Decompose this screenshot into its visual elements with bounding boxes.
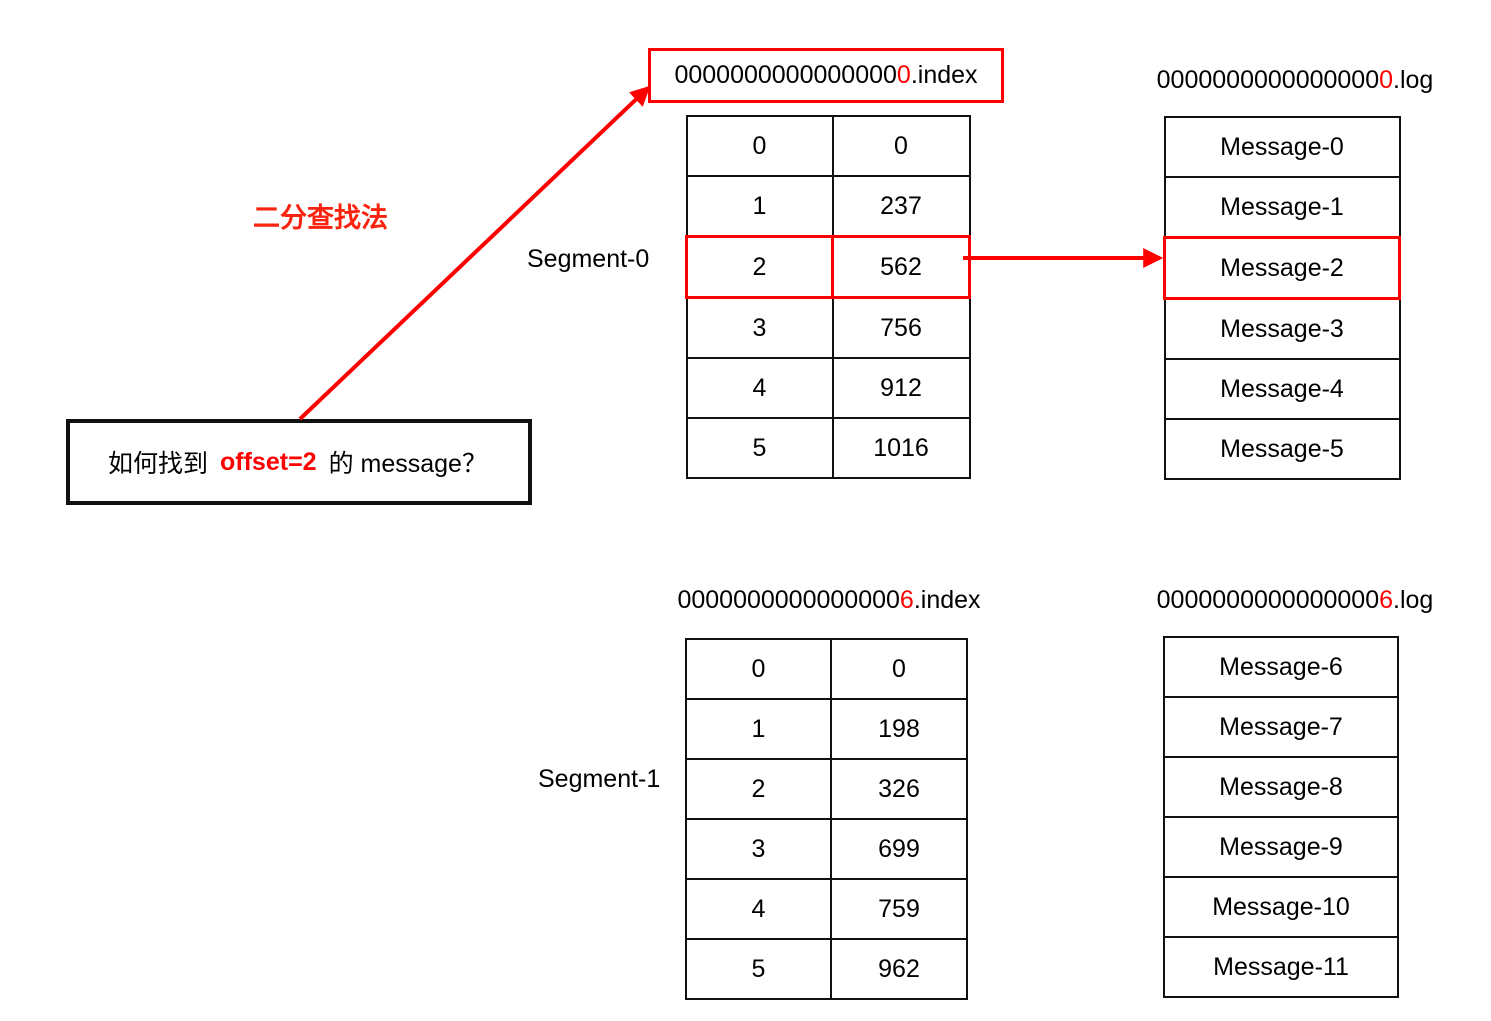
index-position-cell: 0 xyxy=(830,638,968,700)
index-position-cell: 562 xyxy=(831,235,971,299)
segment-1-index-filename: 00000000000000006.index xyxy=(677,586,981,614)
segment-1-log-table: Message-6 Message-7 Message-8 Message-9 … xyxy=(1163,636,1399,998)
segment-0-log-table-body: Message-0 Message-1 Message-2 Message-3 … xyxy=(1163,116,1401,480)
index-position-cell: 699 xyxy=(830,818,968,880)
segment-0-index-table: 0 0 1 237 2 562 3 756 4 912 5 1016 xyxy=(685,115,971,479)
table-row[interactable]: 2 326 xyxy=(685,758,968,820)
list-item[interactable]: Message-0 xyxy=(1163,116,1401,178)
list-item[interactable]: Message-7 xyxy=(1163,696,1399,758)
log-message-cell: Message-0 xyxy=(1163,116,1401,178)
index-offset-cell: 3 xyxy=(685,818,832,880)
list-item[interactable]: Message-1 xyxy=(1163,176,1401,239)
index-position-cell: 1016 xyxy=(831,417,971,479)
table-row-highlighted[interactable]: 2 562 xyxy=(685,235,971,299)
log-message-cell: Message-7 xyxy=(1163,696,1399,758)
index-position-cell: 326 xyxy=(830,758,968,820)
index-offset-cell: 2 xyxy=(685,235,834,299)
list-item[interactable]: Message-8 xyxy=(1163,756,1399,818)
segment-0-index-table-body: 0 0 1 237 2 562 3 756 4 912 5 1016 xyxy=(685,115,971,479)
index-offset-cell: 1 xyxy=(685,175,834,238)
question-box: 如何找到 offset=2 的 message？ xyxy=(66,419,532,505)
segment-0-index-filename: 00000000000000000.index xyxy=(674,61,978,89)
index-offset-cell: 0 xyxy=(685,638,832,700)
log-message-cell: Message-10 xyxy=(1163,876,1399,938)
list-item[interactable]: Message-9 xyxy=(1163,816,1399,878)
index-offset-cell: 2 xyxy=(685,758,832,820)
list-item[interactable]: Message-4 xyxy=(1163,358,1401,420)
list-item[interactable]: Message-11 xyxy=(1163,936,1399,998)
index-offset-cell: 5 xyxy=(685,417,834,479)
table-row[interactable]: 3 756 xyxy=(685,296,971,359)
table-row[interactable]: 0 0 xyxy=(685,115,971,177)
index-offset-cell: 1 xyxy=(685,698,832,760)
index-position-cell: 237 xyxy=(831,175,971,238)
table-row[interactable]: 4 912 xyxy=(685,357,971,419)
segment-0-log-table: Message-0 Message-1 Message-2 Message-3 … xyxy=(1163,116,1401,480)
index-offset-cell: 4 xyxy=(685,357,834,419)
log-message-cell: Message-6 xyxy=(1163,636,1399,698)
index-offset-cell: 0 xyxy=(685,115,834,177)
table-row[interactable]: 4 759 xyxy=(685,878,968,940)
list-item[interactable]: Message-3 xyxy=(1163,297,1401,360)
question-prefix: 如何找到 xyxy=(108,450,209,478)
list-item[interactable]: Message-10 xyxy=(1163,876,1399,938)
log-message-cell: Message-2 xyxy=(1163,236,1401,300)
binary-search-annotation: 二分查找法 xyxy=(253,203,388,233)
log-message-cell: Message-11 xyxy=(1163,936,1399,998)
question-suffix: 的 message？ xyxy=(328,450,487,478)
table-row[interactable]: 5 962 xyxy=(685,938,968,1000)
index-position-cell: 962 xyxy=(830,938,968,1000)
index-offset-cell: 3 xyxy=(685,296,834,359)
segment-0-index-filename-box: 00000000000000000.index xyxy=(648,48,1004,103)
index-position-cell: 759 xyxy=(830,878,968,940)
log-message-cell: Message-8 xyxy=(1163,756,1399,818)
index-position-cell: 912 xyxy=(831,357,971,419)
list-item-highlighted[interactable]: Message-2 xyxy=(1163,236,1401,300)
table-row[interactable]: 1 237 xyxy=(685,175,971,238)
segment-1-index-table: 0 0 1 198 2 326 3 699 4 759 5 962 xyxy=(685,638,968,1000)
index-position-cell: 756 xyxy=(831,296,971,359)
segment-1-label: Segment-1 xyxy=(538,765,661,793)
segment-0-log-filename: 00000000000000000.log xyxy=(1156,66,1434,94)
table-row[interactable]: 1 198 xyxy=(685,698,968,760)
index-position-cell: 198 xyxy=(830,698,968,760)
question-highlight: offset=2 xyxy=(220,447,317,476)
table-row[interactable]: 5 1016 xyxy=(685,417,971,479)
log-message-cell: Message-5 xyxy=(1163,418,1401,480)
index-offset-cell: 4 xyxy=(685,878,832,940)
list-item[interactable]: Message-6 xyxy=(1163,636,1399,698)
log-message-cell: Message-4 xyxy=(1163,358,1401,420)
table-row[interactable]: 3 699 xyxy=(685,818,968,880)
list-item[interactable]: Message-5 xyxy=(1163,418,1401,480)
table-row[interactable]: 0 0 xyxy=(685,638,968,700)
index-offset-cell: 5 xyxy=(685,938,832,1000)
log-message-cell: Message-9 xyxy=(1163,816,1399,878)
segment-1-index-table-body: 0 0 1 198 2 326 3 699 4 759 5 962 xyxy=(685,638,968,1000)
index-position-cell: 0 xyxy=(831,115,971,177)
log-message-cell: Message-1 xyxy=(1163,176,1401,239)
segment-0-label: Segment-0 xyxy=(527,245,650,273)
segment-1-log-table-body: Message-6 Message-7 Message-8 Message-9 … xyxy=(1163,636,1399,998)
log-message-cell: Message-3 xyxy=(1163,297,1401,360)
segment-1-log-filename: 00000000000000006.log xyxy=(1156,586,1434,614)
